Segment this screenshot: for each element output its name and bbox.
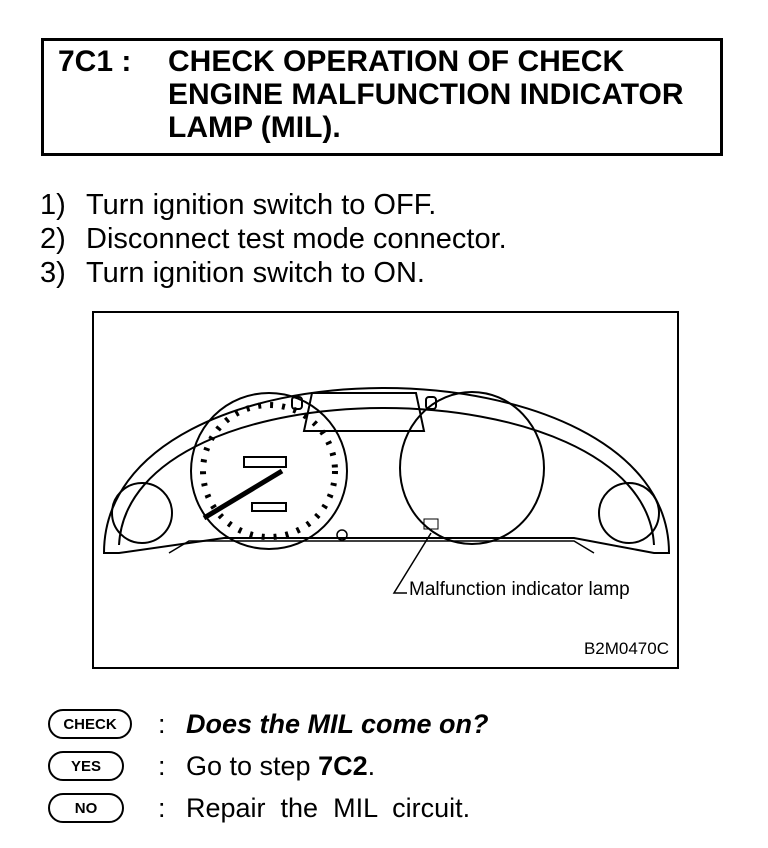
instrument-cluster-illustration xyxy=(102,386,671,594)
cluster-inner-rim xyxy=(118,406,655,546)
check-question: Does the MIL come on? xyxy=(186,709,489,739)
left-small-gauge xyxy=(111,482,173,544)
procedure-steps: 1) Turn ignition switch to OFF. 2) Disconn… xyxy=(40,188,507,290)
right-main-gauge xyxy=(399,391,545,545)
yes-action-text: Go to step xyxy=(186,751,319,781)
step-number: 7C1 : xyxy=(58,45,132,78)
check-colon: : xyxy=(158,709,166,739)
no-badge: NO xyxy=(48,793,124,823)
procedure-step: 1) Turn ignition switch to OFF. xyxy=(40,188,507,222)
step-title: CHECK OPERATION OF CHECK ENGINE MALFUNCT… xyxy=(168,45,684,144)
yes-colon: : xyxy=(158,751,166,781)
step-index: 3) xyxy=(40,257,66,289)
speedometer xyxy=(190,392,348,550)
instrument-cluster-figure: Malfunction indicator lamp B2M0470C xyxy=(92,311,679,669)
check-badge: CHECK xyxy=(48,709,132,739)
figure-code: B2M0470C xyxy=(583,639,669,658)
speedometer-needle xyxy=(202,468,284,521)
top-warning-panel xyxy=(302,392,426,432)
step-text: Turn ignition switch to OFF. xyxy=(86,189,437,221)
yes-step-ref: 7C2 xyxy=(318,751,368,781)
callout-leader xyxy=(392,532,432,594)
step-header-box: 7C1 : CHECK OPERATION OF CHECK ENGINE MA… xyxy=(41,38,723,156)
right-small-gauge xyxy=(598,482,660,544)
step-index: 1) xyxy=(40,189,66,221)
yes-suffix: . xyxy=(367,751,376,781)
procedure-step: 3) Turn ignition switch to ON. xyxy=(40,256,507,290)
step-index: 2) xyxy=(40,223,66,255)
no-colon: : xyxy=(158,793,166,823)
cluster-housing xyxy=(102,386,671,554)
yes-badge: YES xyxy=(48,751,124,781)
no-action: Repair the MIL circuit. xyxy=(186,793,471,823)
step-text: Turn ignition switch to ON. xyxy=(86,257,425,289)
yes-action: Go to step 7C2. xyxy=(186,747,375,785)
procedure-step: 2) Disconnect test mode connector. xyxy=(40,222,507,256)
mil-callout-label: Malfunction indicator lamp xyxy=(409,579,630,600)
step-text: Disconnect test mode connector. xyxy=(86,223,507,255)
